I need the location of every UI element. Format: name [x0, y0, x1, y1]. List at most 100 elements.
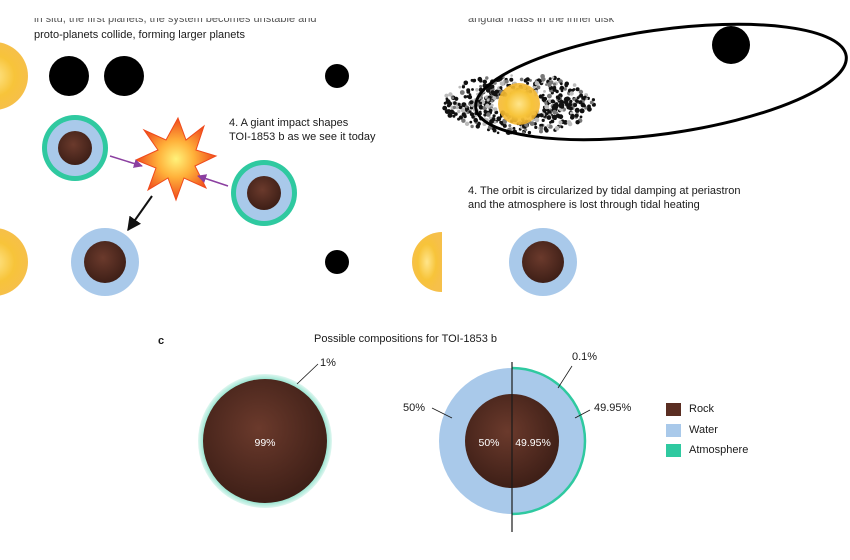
disk-particle [546, 115, 552, 120]
small-planet-bottom [325, 250, 349, 274]
disk-particle [485, 88, 491, 93]
disk-particle [583, 95, 587, 99]
resulting-planet-right [509, 228, 577, 296]
disk-particle [563, 100, 569, 105]
disk-particle [547, 83, 552, 88]
disk-particle [457, 109, 461, 114]
disk-particle [552, 109, 557, 115]
disk-particle [551, 76, 555, 79]
disk-particle [446, 103, 451, 108]
disk-particle [490, 99, 494, 103]
disk-particle [559, 102, 564, 107]
composition-planet-rock-atm [198, 374, 332, 508]
disk-particle [465, 105, 468, 109]
disk-particle [532, 86, 536, 89]
disk-particle [543, 90, 546, 93]
star-top-left [0, 42, 28, 110]
proto-planet-1 [49, 56, 89, 96]
top-left-clipped-caption: in situ, the first planets, the system b… [34, 13, 317, 25]
star-half-right [412, 232, 442, 292]
disk-particle [466, 88, 471, 93]
disk-particle [539, 113, 544, 118]
disk-particle [559, 82, 563, 86]
disk-particle [460, 108, 466, 113]
disk-particle [559, 85, 565, 91]
disk-particle [488, 116, 492, 120]
disk-particle [454, 112, 458, 116]
disk-particle [546, 124, 550, 128]
disk-particle [485, 76, 489, 80]
disk-particle [544, 128, 549, 133]
orbit-caption-line1: 4. The orbit is circularized by tidal da… [468, 185, 741, 197]
disk-particle [540, 123, 544, 127]
disk-particle [463, 95, 467, 99]
disk-particle [539, 95, 543, 99]
label-right-atm-pct: 0.1% [572, 351, 597, 363]
disk-particle [539, 126, 544, 131]
disk-particle [471, 88, 474, 91]
star-bottom-left [0, 228, 28, 296]
disk-particle [547, 93, 552, 99]
disk-particle [492, 114, 496, 118]
disk-particle [565, 96, 570, 102]
disk-particle [493, 107, 498, 112]
disk-particle [544, 104, 550, 110]
disk-particle [564, 84, 568, 88]
disk-particle [464, 121, 470, 127]
disk-particle [470, 124, 474, 129]
legend-swatch-water [666, 423, 681, 437]
disk-particle [570, 113, 575, 119]
impactor-right [231, 160, 297, 226]
disk-particle [536, 85, 541, 90]
star-inner-disk [498, 83, 540, 125]
disk-particle [503, 120, 507, 125]
disk-particle [447, 112, 453, 118]
disk-particle [453, 101, 457, 105]
legend-swatch-rock [666, 402, 681, 416]
disk-particle [591, 98, 596, 102]
disk-particle [469, 100, 474, 105]
disk-particle [546, 79, 550, 83]
disk-particle [509, 77, 514, 82]
disk-particle [512, 126, 516, 130]
legend-label-atmosphere: Atmosphere [689, 444, 749, 456]
panel-c-letter: c [158, 335, 165, 347]
disk-particle [558, 114, 564, 120]
orbit-caption-line2: and the atmosphere is lost through tidal… [468, 199, 700, 211]
disk-particle [575, 99, 579, 103]
disk-particle [491, 90, 496, 96]
disk-particle [482, 79, 487, 85]
disk-particle [486, 112, 491, 117]
disk-particle [527, 130, 532, 135]
disk-particle [446, 109, 451, 114]
disk-particle [559, 99, 563, 103]
disk-particle [508, 124, 512, 128]
giant-impact-caption-line2: TOI-1853 b as we see it today [229, 131, 376, 143]
disk-particle [578, 100, 583, 105]
disk-particle [587, 104, 591, 109]
disk-particle [563, 87, 567, 91]
disk-particle [496, 116, 502, 122]
disk-particle [545, 83, 548, 86]
disk-particle [463, 114, 467, 119]
disk-particle [490, 84, 495, 89]
disk-particle [510, 74, 513, 77]
disk-particle [496, 131, 500, 135]
disk-particle [475, 88, 479, 92]
legend-item-atmosphere: Atmosphere [666, 443, 748, 457]
disk-particle [457, 102, 461, 106]
disk-particle [552, 87, 557, 92]
disk-particle [545, 112, 549, 116]
disk-particle [548, 77, 552, 81]
leader-1pct [296, 363, 319, 385]
disk-particle [473, 117, 479, 123]
disk-particle [490, 103, 494, 107]
disk-particle [443, 101, 447, 105]
disk-particle [469, 120, 473, 124]
disk-particle [455, 106, 459, 110]
disk-particle [452, 105, 457, 110]
disk-particle [537, 78, 541, 83]
disk-particle [575, 87, 580, 92]
label-right-water-pct: 49.95% [594, 402, 632, 414]
resulting-planet-left [71, 228, 139, 296]
